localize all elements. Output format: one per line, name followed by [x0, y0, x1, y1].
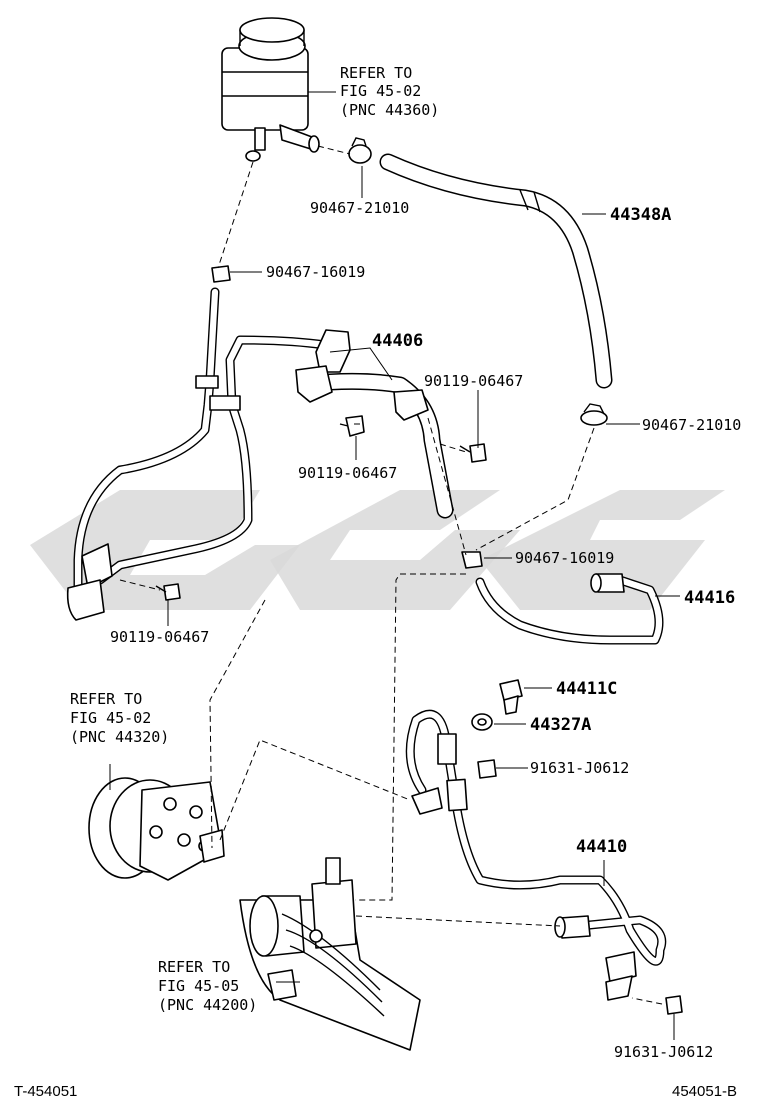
part-label-44411C[interactable]: 44411C	[556, 679, 617, 699]
part-label-44327A[interactable]: 44327A	[530, 715, 591, 735]
leader-lines	[109, 91, 680, 1040]
fastener-label-90119-06467[interactable]: 90119-06467	[424, 372, 523, 390]
part-label-44416[interactable]: 44416	[684, 588, 735, 608]
reference-reservoir: REFER TO FIG 45-02 (PNC 44360)	[340, 64, 439, 119]
reservoir-icon	[221, 17, 320, 162]
ref-line: REFER TO	[70, 690, 142, 708]
part-label-44410[interactable]: 44410	[576, 837, 627, 857]
bolt-icon	[339, 415, 365, 437]
pump-icon	[88, 777, 225, 881]
fastener-label-91631-J0612[interactable]: 91631-J0612	[530, 759, 629, 777]
illustration-code-left: T-454051	[14, 1083, 77, 1100]
bolt-icon	[155, 583, 181, 601]
reference-gear: REFER TO FIG 45-05 (PNC 44200)	[158, 958, 257, 1014]
ref-line: FIG 45-02	[70, 709, 151, 727]
pipe-44416-icon	[475, 573, 664, 645]
part-label-44406[interactable]: 44406	[372, 331, 423, 351]
gasket-icon	[471, 713, 493, 731]
ref-line: FIG 45-05	[158, 977, 239, 995]
fastener-label-91631-J0612[interactable]: 91631-J0612	[614, 1043, 713, 1061]
steering-gear-icon	[239, 857, 421, 1051]
part-label-44348A[interactable]: 44348A	[610, 205, 671, 225]
hose-44406-icon	[295, 329, 454, 519]
fastener-label-90119-06467[interactable]: 90119-06467	[110, 628, 209, 646]
ref-line: (PNC 44360)	[340, 101, 439, 119]
hose-44348A-icon	[379, 153, 613, 389]
pipe-assembly-left-icon	[66, 287, 330, 621]
clamp-icon	[461, 551, 483, 569]
dashed-connectors	[119, 145, 663, 1005]
pipe-44410-icon	[405, 709, 667, 1001]
illustration-code-right: 454051-B	[672, 1083, 737, 1100]
fastener-label-90119-06467[interactable]: 90119-06467	[298, 464, 397, 482]
fastener-label-90467-21010[interactable]: 90467-21010	[642, 416, 741, 434]
reference-pump: REFER TO FIG 45-02 (PNC 44320)	[70, 690, 169, 746]
clamp-icon	[348, 137, 372, 164]
fastener-label-90467-16019[interactable]: 90467-16019	[266, 263, 365, 281]
ref-line: REFER TO	[340, 64, 412, 82]
clamp-icon	[211, 265, 231, 283]
fastener-label-90467-16019[interactable]: 90467-16019	[515, 549, 614, 567]
fastener-label-90467-21010[interactable]: 90467-21010	[310, 199, 409, 217]
bolt-icon	[459, 443, 487, 463]
union-bolt-icon	[499, 679, 523, 715]
bolt-icon	[665, 995, 683, 1015]
ref-line: (PNC 44320)	[70, 728, 169, 746]
clamp-icon	[580, 403, 608, 426]
ref-line: FIG 45-02	[340, 82, 421, 100]
ref-line: REFER TO	[158, 958, 230, 976]
ref-line: (PNC 44200)	[158, 996, 257, 1014]
bolt-icon	[477, 759, 497, 779]
